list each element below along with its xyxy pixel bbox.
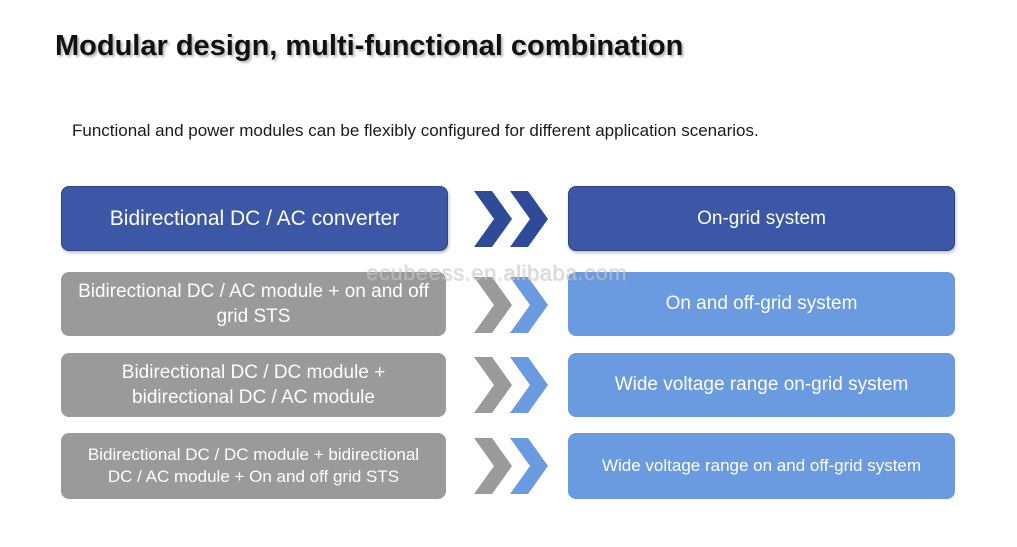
double-chevron-right-icon	[474, 277, 548, 333]
module-label-1: Bidirectional DC / AC converter	[109, 206, 400, 230]
system-label-2: On and off-grid system	[665, 293, 858, 314]
system-label-3: Wide voltage range on-grid system	[614, 374, 909, 395]
module-box-1: Bidirectional DC / AC converter	[61, 186, 448, 251]
double-chevron-right-icon	[474, 438, 548, 494]
system-box-4: Wide voltage range on and off-grid syste…	[568, 433, 955, 499]
module-label-3: Bidirectional DC / DC module + bidirecti…	[121, 362, 386, 408]
page-subtitle: Functional and power modules can be flex…	[72, 121, 759, 140]
page-title: Modular design, multi-functional combina…	[55, 30, 684, 62]
module-box-2: Bidirectional DC / AC module + on and of…	[61, 272, 446, 336]
system-label-1: On-grid system	[697, 207, 826, 229]
system-box-3: Wide voltage range on-grid system	[568, 353, 955, 417]
module-label-4: Bidirectional DC / DC module + bidirecti…	[87, 445, 420, 486]
module-box-3: Bidirectional DC / DC module + bidirecti…	[61, 353, 446, 417]
system-label-4: Wide voltage range on and off-grid syste…	[601, 456, 922, 475]
watermark: ecubeess.en.alibaba.com	[366, 260, 627, 285]
system-box-2: On and off-grid system	[568, 272, 955, 336]
double-chevron-right-icon	[474, 357, 548, 413]
module-label-2: Bidirectional DC / AC module + on and of…	[78, 281, 429, 327]
module-box-4: Bidirectional DC / DC module + bidirecti…	[61, 433, 446, 499]
system-box-1: On-grid system	[568, 186, 955, 251]
double-chevron-right-icon	[474, 191, 548, 247]
